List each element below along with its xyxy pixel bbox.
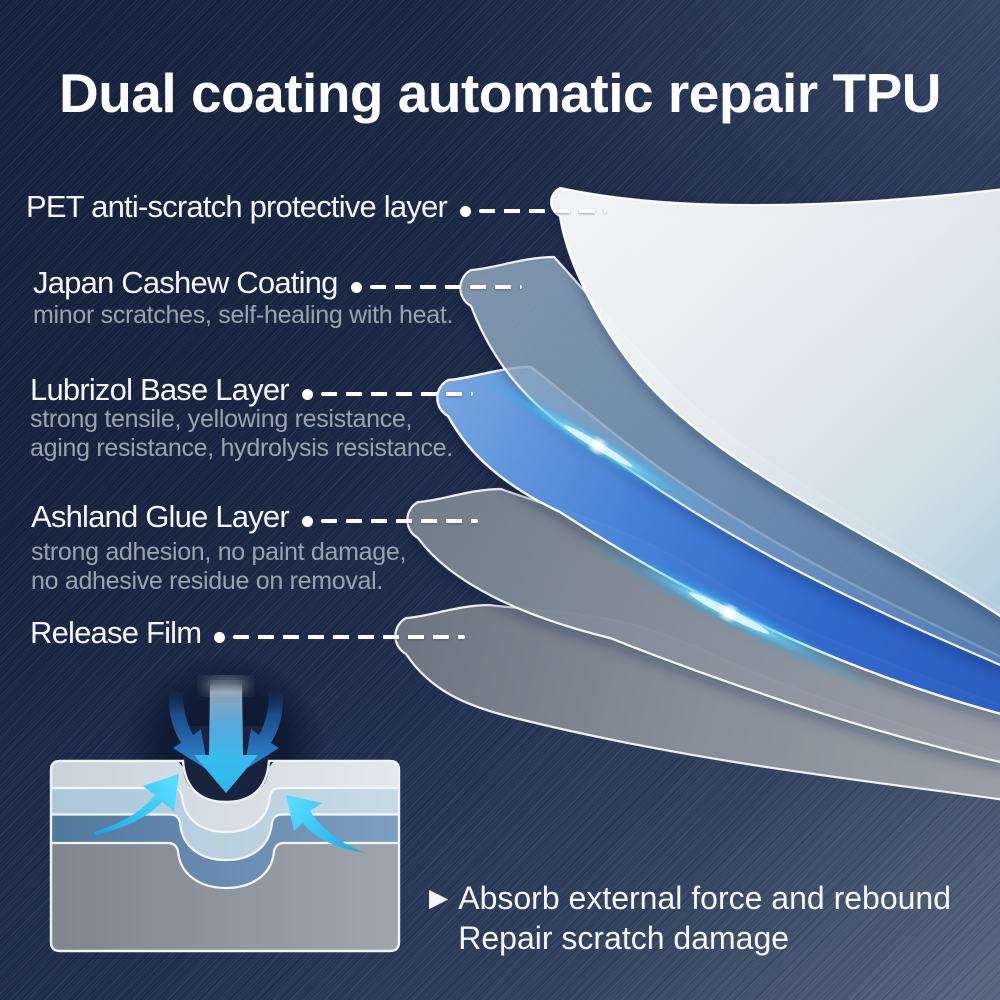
callout-label: Ashland Glue Layer xyxy=(31,498,290,534)
description-line: strong tensile, yellowing resistance, xyxy=(30,405,413,433)
impact-arrow-left xyxy=(168,691,208,770)
callout-dashes xyxy=(233,635,465,639)
impact-arrow-center xyxy=(194,680,258,793)
layer-pet-sheet xyxy=(550,186,1000,618)
callout-dot xyxy=(301,515,313,527)
callout-dashes xyxy=(369,285,522,289)
callout-dashes xyxy=(320,392,473,396)
callout-label: Release Film xyxy=(30,614,202,650)
callout-glue-layer: Ashland Glue Layer xyxy=(31,498,478,538)
callout-dot xyxy=(350,281,362,293)
footer-text: Absorb external force and rebound Repair… xyxy=(458,878,951,958)
footer-note: ▶ Absorb external force and rebound Repa… xyxy=(429,878,951,958)
callout-dot xyxy=(301,388,313,400)
callout-dashes xyxy=(478,209,606,213)
rebound-arrow-left xyxy=(94,774,179,835)
callout-pet-layer: PET anti-scratch protective layer xyxy=(26,188,606,228)
edge-flare-lower xyxy=(577,534,881,692)
callout-dashes xyxy=(320,519,478,523)
stratum-third xyxy=(50,814,400,888)
rebound-arrow-right xyxy=(286,795,366,853)
description-line: minor scratches, self-healing with heat. xyxy=(33,301,454,329)
stratum-bottom xyxy=(50,843,400,952)
footer-line: Absorb external force and rebound xyxy=(458,880,951,916)
callout-description: strong tensile, yellowing resistance, ag… xyxy=(30,405,453,463)
callout-cashew-coating: Japan Cashew Coating xyxy=(33,264,522,304)
film-fan xyxy=(394,186,1000,801)
callout-label: Lubrizol Base Layer xyxy=(30,371,290,407)
callout-dot xyxy=(214,631,226,643)
callout-release-film: Release Film xyxy=(30,614,465,654)
description-line: aging resistance, hydrolysis resistance. xyxy=(30,434,453,462)
impact-diagram xyxy=(49,653,401,953)
impact-arrow-right xyxy=(244,691,284,770)
page-title: Dual coating automatic repair TPU xyxy=(58,62,942,124)
callout-dot xyxy=(459,205,471,217)
description-line: strong adhesion, no paint damage, xyxy=(31,538,407,566)
stratum-top xyxy=(50,761,400,832)
callout-label: PET anti-scratch protective layer xyxy=(26,188,448,224)
callout-label: Japan Cashew Coating xyxy=(33,264,338,300)
edge-flare-upper xyxy=(469,367,727,525)
callout-description: strong adhesion, no paint damage, no adh… xyxy=(31,538,406,596)
footer-line: Repair scratch damage xyxy=(458,920,790,956)
callout-base-layer: Lubrizol Base Layer xyxy=(30,371,473,411)
callout-description: minor scratches, self-healing with heat. xyxy=(33,301,453,330)
description-line: no adhesive residue on removal. xyxy=(31,567,384,595)
triangle-bullet-icon: ▶ xyxy=(429,884,449,912)
panel-border xyxy=(49,759,401,953)
